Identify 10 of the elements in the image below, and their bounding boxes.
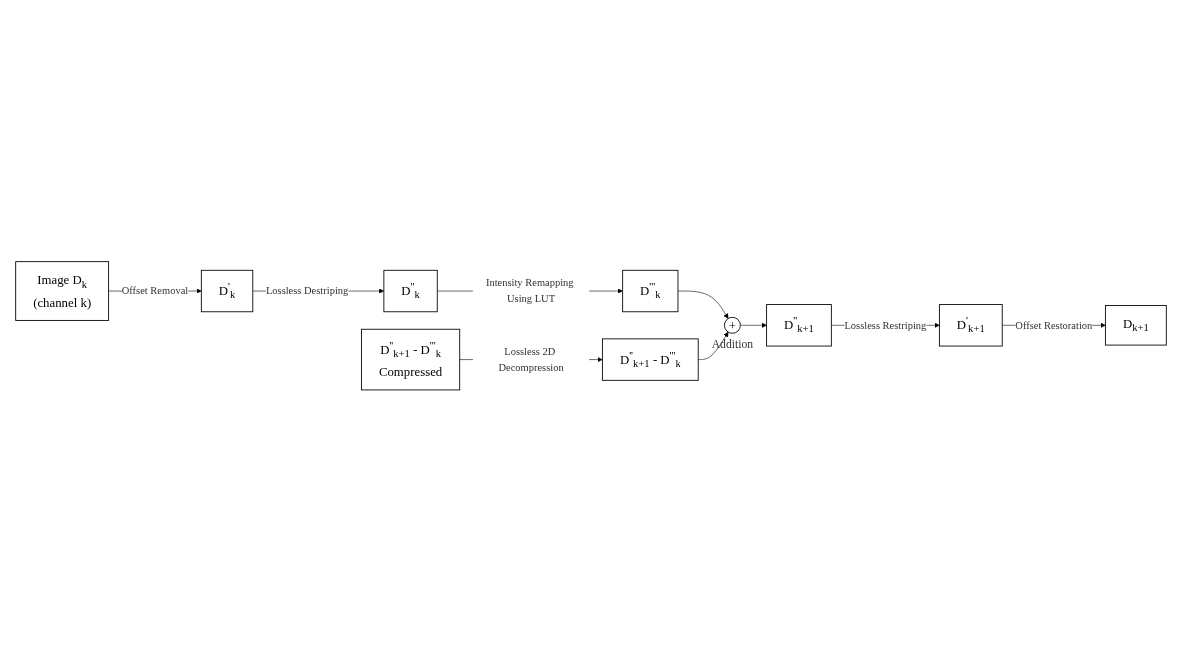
edge-label: Intensity Remapping Using LUT (485, 276, 574, 305)
edge-label: Lossless Restriping (843, 318, 926, 331)
node-caption: Addition (711, 337, 753, 351)
edge-label: Lossless Destriping (265, 284, 348, 297)
node-box: D$_{k+1}$ (1104, 304, 1167, 346)
node-box: Image D$_{k}$ (channel k) (14, 260, 109, 321)
edge-label: Offset Restoration (1014, 318, 1092, 331)
edge-label: Offset Removal (121, 284, 188, 297)
node-circle: + (723, 316, 741, 334)
edge-label: Lossless 2D Decompression (497, 345, 564, 373)
